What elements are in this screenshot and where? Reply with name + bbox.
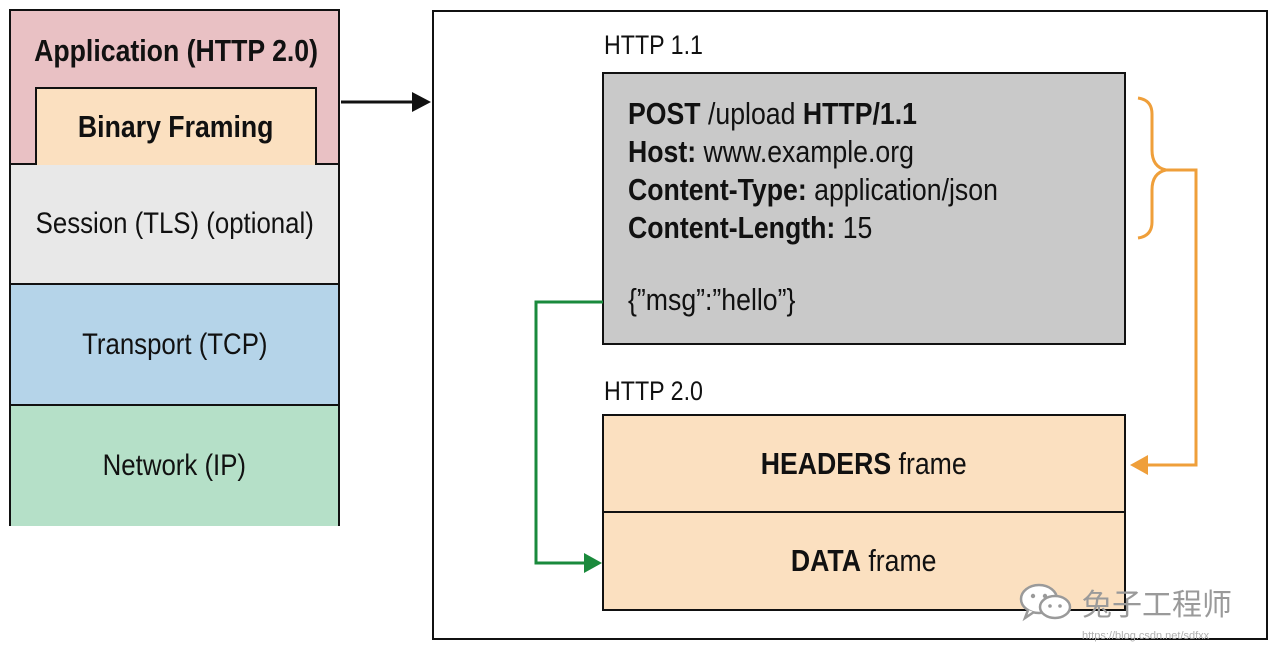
application-layer-label: Application (HTTP 2.0) — [34, 33, 319, 68]
transport-layer-label: Transport (TCP) — [81, 327, 268, 361]
request-body: {”msg”:”hello”} — [628, 282, 796, 317]
transport-layer: Transport (TCP) — [11, 285, 338, 406]
http11-caption: HTTP 1.1 — [604, 30, 703, 60]
header-content-type: Content-Type: application/json — [628, 172, 998, 207]
network-layer-label: Network (IP) — [102, 449, 247, 482]
http20-frames: HEADERS frame DATA frame — [602, 414, 1126, 611]
headers-frame: HEADERS frame — [604, 416, 1124, 513]
watermark: 兔子工程师 — [1018, 580, 1232, 624]
session-layer-label: Session (TLS) (optional) — [35, 207, 314, 240]
http11-request-box: POST /upload HTTP/1.1 Host: www.example.… — [602, 72, 1126, 345]
session-layer: Session (TLS) (optional) — [11, 165, 338, 285]
http20-caption: HTTP 2.0 — [604, 376, 703, 406]
stack-to-panel-arrow — [341, 92, 431, 112]
data-frame: DATA frame — [791, 543, 937, 578]
watermark-text: 兔子工程师 — [1082, 589, 1232, 622]
binary-framing-label: Binary Framing — [78, 109, 274, 144]
wechat-icon — [1019, 583, 1072, 622]
request-line: POST /upload HTTP/1.1 — [628, 96, 917, 131]
framing-panel — [432, 10, 1268, 640]
header-host: Host: www.example.org — [628, 134, 914, 169]
network-layer: Network (IP) — [11, 406, 338, 526]
header-content-length: Content-Length: 15 — [628, 210, 873, 245]
watermark-url: https://blog.csdn.net/sdfxx — [1082, 630, 1210, 642]
binary-framing-layer: Binary Framing — [35, 87, 317, 165]
protocol-stack: Application (HTTP 2.0) Binary Framing Se… — [9, 9, 340, 526]
application-layer: Application (HTTP 2.0) Binary Framing — [11, 11, 338, 165]
